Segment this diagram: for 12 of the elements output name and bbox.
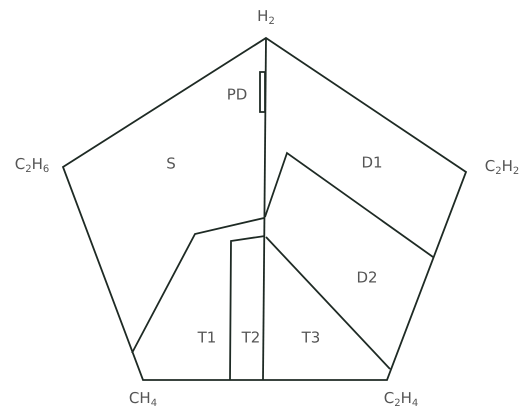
gas-label: H$_{2}$ [257,9,275,27]
gas-label: CH$_{4}$ [128,391,158,409]
region-label: T1 [198,330,216,346]
gas-label: C$_{2}$H$_{6}$ [14,157,50,175]
gas-label: C$_{2}$H$_{2}$ [484,159,520,177]
region-label: D1 [361,156,383,170]
region-label: T3 [302,330,320,346]
region-label: D2 [356,270,378,286]
region-label: S [166,156,176,172]
region-label: PD [226,88,248,102]
gas-label: C$_{2}$H$_{4}$ [384,391,418,409]
region-label: T2 [242,330,260,346]
